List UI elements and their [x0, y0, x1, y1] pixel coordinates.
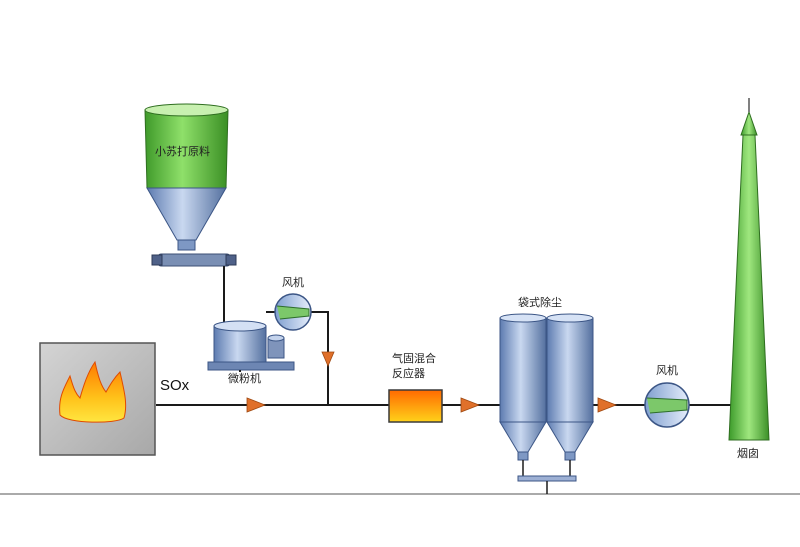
mill: [207, 320, 295, 371]
fan-right-label: 风机: [656, 363, 678, 377]
arrow-down: [321, 351, 335, 368]
arrow-2: [460, 397, 481, 413]
silo: [144, 103, 229, 251]
arrow-1: [246, 397, 267, 413]
fan-top: [274, 293, 312, 331]
chimney-label: 烟囱: [737, 446, 759, 460]
sox-label: SOx: [160, 377, 190, 394]
screw-feeder: [151, 253, 237, 267]
bag-filter-label: 袋式除尘: [518, 295, 562, 309]
reactor: [388, 389, 443, 423]
bag-filter: [499, 313, 594, 494]
chimney: [728, 98, 770, 441]
fan-top-pipe: [266, 311, 329, 405]
reactor-label-1: 气固混合: [392, 351, 436, 365]
flame-icon: [59, 360, 127, 423]
fan-right: [644, 382, 690, 428]
reactor-label-2: 反应器: [392, 366, 425, 380]
fan-top-label: 风机: [282, 275, 304, 289]
silo-label: 小苏打原料: [155, 144, 210, 158]
furnace: [39, 342, 156, 456]
mill-label: 微粉机: [228, 371, 261, 385]
arrow-3: [597, 397, 618, 413]
